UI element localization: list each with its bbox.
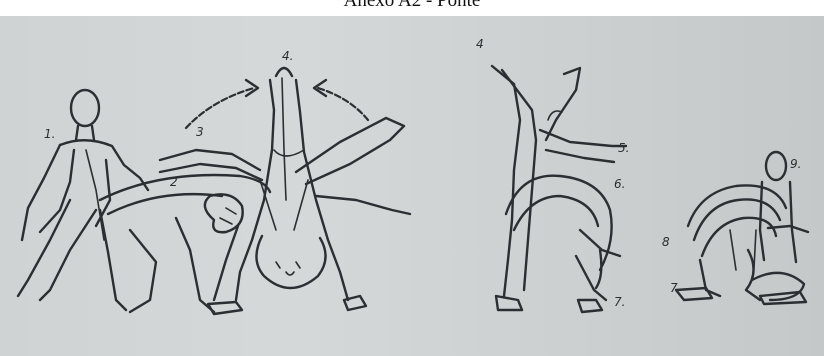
- label-5: 5.: [618, 141, 629, 155]
- figure-2-lunge: [100, 175, 270, 312]
- motion-arrows: [186, 80, 368, 128]
- label-1: 1.: [44, 127, 55, 141]
- label-8: 8: [662, 235, 670, 249]
- label-9: 9.: [790, 157, 801, 171]
- figure-1-standing: [18, 90, 148, 310]
- figure-walkover-down: [492, 66, 626, 312]
- label-7-far: 7: [670, 281, 678, 295]
- label-2: 2: [170, 175, 178, 189]
- label-7-right: 7.: [614, 295, 625, 309]
- label-4-left: 4.: [282, 49, 293, 63]
- label-6: 6.: [614, 177, 625, 191]
- label-4-right: 4: [476, 37, 484, 51]
- figure-bridge-to-stand: [676, 152, 808, 304]
- figure-4-handstand: [208, 68, 366, 314]
- label-3: 3: [196, 125, 204, 139]
